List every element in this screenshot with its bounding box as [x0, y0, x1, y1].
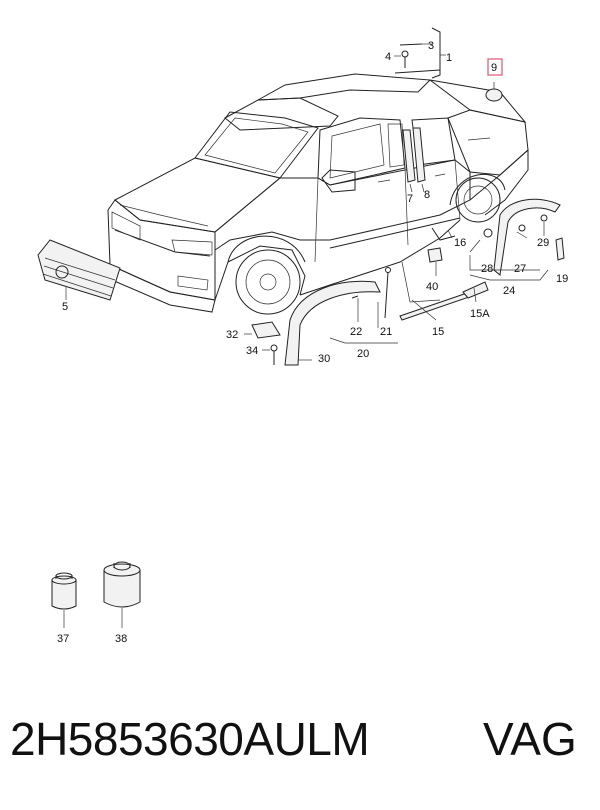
rear-fender-flare-part [469, 198, 565, 276]
door-trim-parts [402, 127, 426, 193]
callout-28: 28 [481, 263, 493, 275]
pickup-truck-illustration [107, 73, 529, 315]
callout-38: 38 [115, 633, 127, 645]
callout-3: 3 [428, 40, 434, 52]
callout-34: 34 [246, 345, 258, 357]
callout-30: 30 [318, 353, 330, 365]
callout-7: 7 [407, 193, 413, 205]
callout-37: 37 [57, 633, 69, 645]
fastener-part-37 [51, 572, 77, 628]
roof-moulding-parts [394, 27, 446, 79]
callout-32: 32 [226, 329, 238, 341]
callout-20: 20 [357, 348, 369, 360]
part-number: 2H5853630AULM [10, 713, 370, 765]
callout-27: 27 [514, 263, 526, 275]
front-fender-flare-part [284, 267, 391, 366]
part-9-cap [485, 82, 503, 102]
callout-4: 4 [385, 51, 391, 63]
fastener-part-38 [103, 561, 141, 628]
callout-40: 40 [426, 281, 438, 293]
callout-24: 24 [503, 285, 515, 297]
callout-16: 16 [454, 237, 466, 249]
callout-15a: 15A [470, 308, 490, 320]
sill-moulding-parts [329, 217, 489, 321]
callout-29: 29 [537, 237, 549, 249]
callout-9: 9 [491, 62, 497, 74]
callout-19: 19 [556, 273, 568, 285]
callout-5: 5 [62, 301, 68, 313]
brand-name: VAG [483, 713, 577, 765]
front-grille-part [37, 239, 121, 301]
group-brackets [329, 269, 549, 344]
callout-8: 8 [424, 189, 430, 201]
callout-1: 1 [446, 52, 452, 64]
callout-22: 22 [350, 326, 362, 338]
bracket-parts [244, 321, 281, 365]
callout-21: 21 [380, 326, 392, 338]
callout-15: 15 [432, 326, 444, 338]
part-9-highlight-box [487, 58, 503, 76]
